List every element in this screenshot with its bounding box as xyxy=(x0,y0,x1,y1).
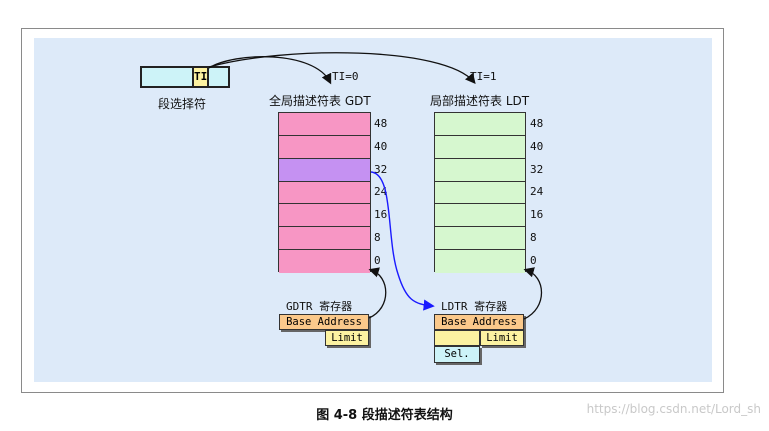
figure-frame: TI 段选择符 TI=0 全局描述符表 GDT TI=1 局部描述符表 LDT … xyxy=(21,28,724,393)
ldt-descriptor-row xyxy=(435,204,525,228)
ldt-descriptor-row xyxy=(435,181,525,205)
segment-selector-box xyxy=(140,66,230,88)
offset-label: 48 xyxy=(374,116,388,130)
gdt-descriptor-row xyxy=(279,181,370,205)
gdt-descriptor-row xyxy=(279,204,370,228)
offset-label: 8 xyxy=(374,231,381,245)
gdt-table xyxy=(278,112,371,273)
gdt-descriptor-row xyxy=(279,250,370,273)
offset-label: 16 xyxy=(530,208,544,222)
offset-label: 16 xyxy=(374,208,388,222)
gdtr-title: GDTR 寄存器 xyxy=(286,300,353,313)
gdt-descriptor-row xyxy=(279,135,370,159)
gdt-descriptor-row xyxy=(279,158,370,182)
ldtr-base-address: Base Address xyxy=(434,314,524,330)
ldt-descriptor-row xyxy=(435,158,525,182)
offset-label: 8 xyxy=(530,231,537,245)
ldtr-base-label: Base Address xyxy=(441,316,517,328)
ldtr-selector: Sel. xyxy=(434,346,480,363)
gdtr-base-address: Base Address xyxy=(279,314,369,330)
watermark: https://blog.csdn.net/Lord_sh xyxy=(586,402,761,416)
offset-label: 0 xyxy=(374,254,381,267)
offset-label: 32 xyxy=(374,162,388,176)
gdt-descriptor-row xyxy=(279,113,370,136)
offset-label: 40 xyxy=(530,139,544,153)
ti-bit: TI xyxy=(192,66,209,88)
diagram-canvas: TI 段选择符 TI=0 全局描述符表 GDT TI=1 局部描述符表 LDT … xyxy=(34,38,712,382)
segment-selector-label: 段选择符 xyxy=(158,97,207,111)
gdt-title: 全局描述符表 GDT xyxy=(269,94,371,108)
ldtr-to-ldt-arrow xyxy=(523,267,542,320)
ldtr-title: LDTR 寄存器 xyxy=(441,300,508,313)
ldtr-limit-label: Limit xyxy=(486,332,518,344)
ldt-descriptor-row xyxy=(435,250,525,273)
ldt-descriptor-row xyxy=(435,227,525,251)
gdtr-limit: Limit xyxy=(325,330,369,346)
gdtr-to-gdt-arrow xyxy=(368,267,387,319)
offset-label: 0 xyxy=(530,254,537,267)
ldt-ti-label: TI=1 xyxy=(470,70,497,83)
offset-label: 48 xyxy=(530,116,544,130)
figure-caption: 图 4-8 段描述符表结构 xyxy=(316,408,453,423)
gdtr-base-label: Base Address xyxy=(286,316,362,328)
offset-label: 24 xyxy=(374,185,388,199)
ldtr-selector-label: Sel. xyxy=(444,348,470,360)
ldt-descriptor-row xyxy=(435,113,525,136)
ldt-descriptor-row xyxy=(435,135,525,159)
gdt-descriptor-row xyxy=(279,227,370,251)
ldtr-hidden-part xyxy=(434,330,480,346)
arrows-overlay xyxy=(208,52,542,320)
ti-bit-label: TI xyxy=(194,70,208,83)
ldt-title: 局部描述符表 LDT xyxy=(430,94,530,108)
gdtr-limit-label: Limit xyxy=(331,332,363,344)
offset-label: 40 xyxy=(374,139,388,153)
offset-label: 24 xyxy=(530,185,544,199)
offset-label: 32 xyxy=(530,162,544,176)
ldtr-limit: Limit xyxy=(480,330,524,346)
ldt-table xyxy=(434,112,526,273)
gdt-ti-label: TI=0 xyxy=(332,70,359,83)
